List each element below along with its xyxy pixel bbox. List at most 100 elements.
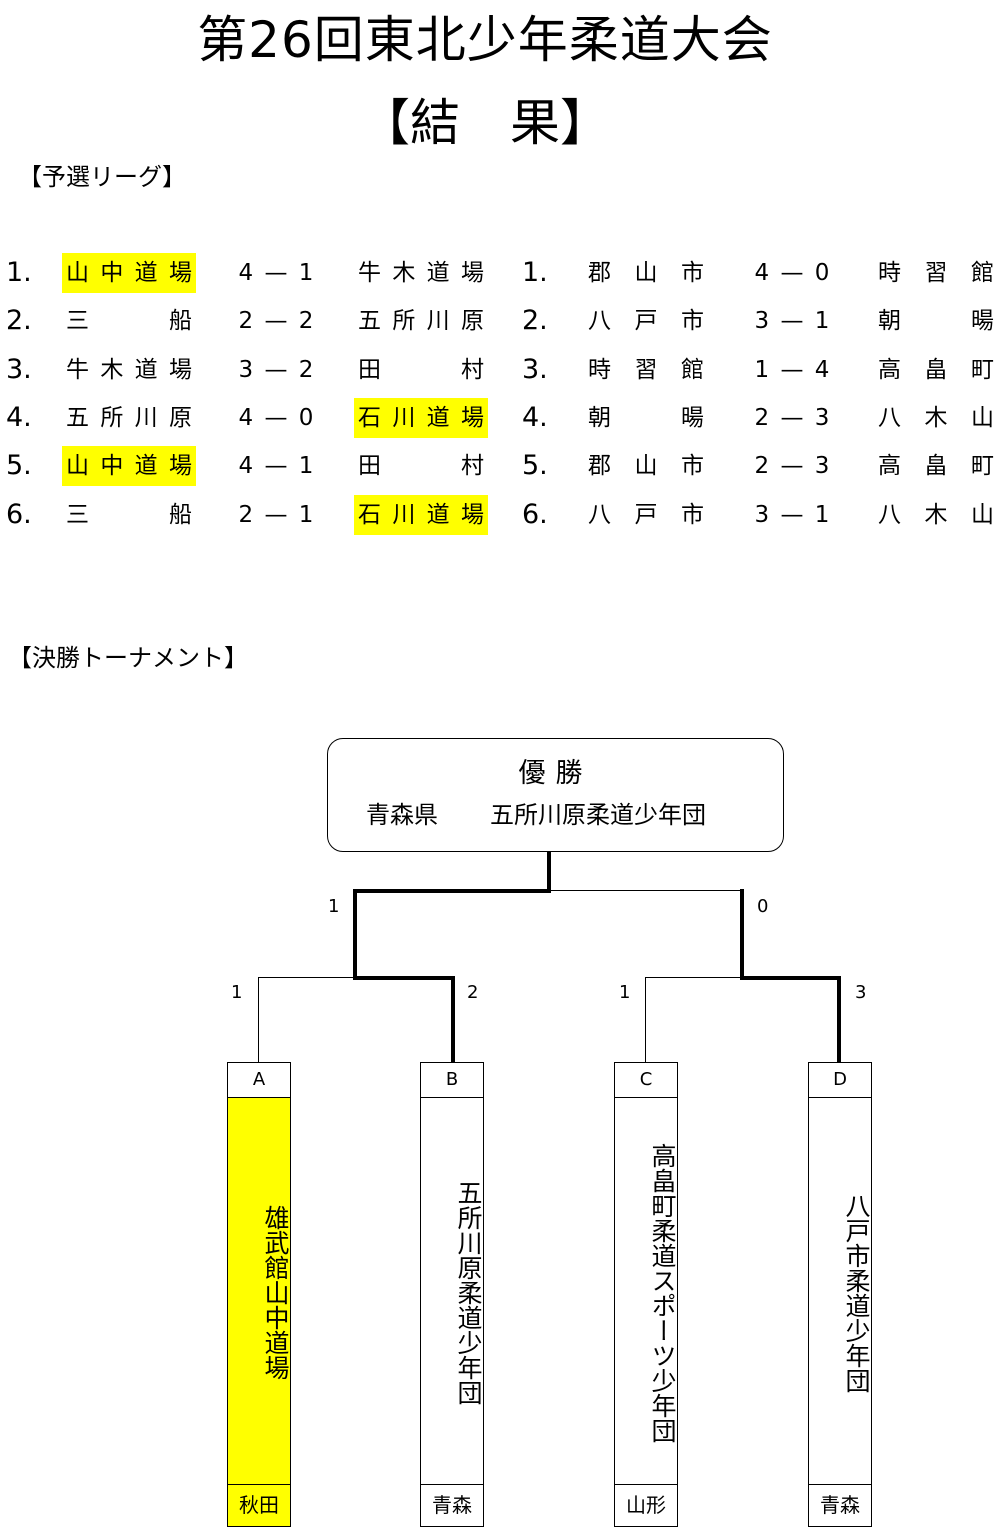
semi-score-a: 1 <box>231 982 243 1003</box>
league-row: 5. 郡山市 2 — 3 高畠町 <box>0 446 1000 486</box>
home-team: 八戸市 <box>588 502 704 528</box>
slot-prefecture: 青森 <box>421 1484 483 1526</box>
bracket-final-right-drop <box>740 889 744 979</box>
league-row: 1. 山中道場 4 — 1 牛木道場 <box>0 253 1000 293</box>
home-team: 牛木道場 <box>66 357 192 383</box>
match-number: 5. <box>6 450 32 481</box>
league-row: 2. 三船 2 — 2 五所川原 <box>0 301 1000 341</box>
match-number: 1. <box>522 257 548 288</box>
away-team: 五所川原 <box>358 308 484 334</box>
final-score-left: 1 <box>328 896 340 917</box>
slot-prefecture: 山形 <box>615 1484 677 1526</box>
slot-letter: A <box>228 1063 290 1098</box>
away-team: 朝暘 <box>878 308 994 334</box>
match-number: 4. <box>6 402 32 433</box>
match-number: 1. <box>6 257 32 288</box>
match-score: 2 — 3 <box>754 453 832 479</box>
bracket-semi-d-drop <box>837 976 841 1063</box>
bracket-semi-a-drop <box>258 977 259 1063</box>
bracket-semi-left-bar-b <box>353 976 455 980</box>
match-score: 1 — 4 <box>754 357 832 383</box>
home-team: 時習館 <box>588 357 704 383</box>
match-number: 6. <box>6 499 32 530</box>
match-score: 2 — 1 <box>238 502 316 528</box>
bracket-stem <box>547 852 551 892</box>
home-team: 山中道場 <box>62 446 196 486</box>
winner-label: 優勝 <box>518 758 593 789</box>
bracket-semi-b-drop <box>451 976 455 1063</box>
league-row: 2. 八戸市 3 — 1 朝暘 <box>0 301 1000 341</box>
away-team: 高畠町 <box>878 453 994 479</box>
match-number: 2. <box>522 305 548 336</box>
bracket-semi-right-bar-d <box>740 976 841 980</box>
match-score: 4 — 1 <box>238 260 316 286</box>
slot-team-name: 八戸市柔道少年団 <box>842 1192 871 1393</box>
slot-letter: C <box>615 1063 677 1098</box>
preliminary-league-heading: 【予選リーグ】 <box>18 163 186 191</box>
away-team: 牛木道場 <box>358 260 484 286</box>
match-score: 4 — 0 <box>238 405 316 431</box>
match-score: 3 — 1 <box>754 308 832 334</box>
league-row: 1. 郡山市 4 — 0 時習館 <box>0 253 1000 293</box>
winner-box: 優勝 青森県 五所川原柔道少年団 <box>327 738 784 852</box>
winner-team: 五所川原柔道少年団 <box>490 801 706 829</box>
away-team: 八木山 <box>878 405 994 431</box>
away-team: 石川道場 <box>354 398 488 438</box>
slot-letter: B <box>421 1063 483 1098</box>
away-team: 時習館 <box>878 260 994 286</box>
home-team: 八戸市 <box>588 308 704 334</box>
match-score: 2 — 2 <box>238 308 316 334</box>
winner-prefecture: 青森県 <box>366 801 438 829</box>
slot-letter: D <box>809 1063 871 1098</box>
semi-score-b: 2 <box>467 982 479 1003</box>
bracket-semi-c-drop <box>645 977 646 1063</box>
match-score: 4 — 0 <box>754 260 832 286</box>
away-team: 八木山 <box>878 502 994 528</box>
league-row: 3. 時習館 1 — 4 高畠町 <box>0 350 1000 390</box>
match-number: 5. <box>522 450 548 481</box>
league-row: 4. 朝暘 2 — 3 八木山 <box>0 398 1000 438</box>
slot-prefecture: 秋田 <box>228 1484 290 1526</box>
match-score: 3 — 1 <box>754 502 832 528</box>
away-team: 田村 <box>358 453 484 479</box>
semi-score-d: 3 <box>855 982 867 1003</box>
bracket-final-left-bar <box>355 889 551 893</box>
page-title: 第26回東北少年柔道大会 <box>197 11 773 69</box>
bracket-semi-right-bar-c <box>645 977 742 978</box>
home-team: 郡山市 <box>588 453 704 479</box>
team-slot-c: C 高畠町柔道スポーツ少年団 山形 <box>614 1062 678 1527</box>
match-score: 2 — 3 <box>754 405 832 431</box>
home-team: 朝暘 <box>588 405 704 431</box>
league-row: 4. 五所川原 4 — 0 石川道場 <box>0 398 1000 438</box>
bracket-semi-left-bar-a <box>258 977 355 978</box>
away-team: 田村 <box>358 357 484 383</box>
league-row: 5. 山中道場 4 — 1 田村 <box>0 446 1000 486</box>
home-team: 三船 <box>66 308 192 334</box>
home-team: 山中道場 <box>62 253 196 293</box>
match-number: 3. <box>6 354 32 385</box>
slot-prefecture: 青森 <box>809 1484 871 1526</box>
slot-team-name: 雄武館山中道場 <box>228 1098 290 1485</box>
bracket-final-right-bar <box>549 890 742 891</box>
league-row: 6. 八戸市 3 — 1 八木山 <box>0 495 1000 535</box>
bracket-final-left-drop <box>353 889 357 979</box>
match-number: 4. <box>522 402 548 433</box>
home-team: 三船 <box>66 502 192 528</box>
match-number: 3. <box>522 354 548 385</box>
team-slot-a: A 雄武館山中道場 秋田 <box>227 1062 291 1527</box>
match-number: 2. <box>6 305 32 336</box>
final-score-right: 0 <box>757 896 769 917</box>
home-team: 郡山市 <box>588 260 704 286</box>
final-tournament-heading: 【決勝トーナメント】 <box>8 644 248 672</box>
semi-score-c: 1 <box>619 982 631 1003</box>
away-team: 高畠町 <box>878 357 994 383</box>
match-score: 4 — 1 <box>238 453 316 479</box>
match-number: 6. <box>522 499 548 530</box>
team-slot-b: B 五所川原柔道少年団 青森 <box>420 1062 484 1527</box>
team-slot-d: D 八戸市柔道少年団 青森 <box>808 1062 872 1527</box>
page-subtitle: 【結 果】 <box>360 94 610 152</box>
home-team: 五所川原 <box>66 405 192 431</box>
slot-team-name: 高畠町柔道スポーツ少年団 <box>648 1142 677 1443</box>
